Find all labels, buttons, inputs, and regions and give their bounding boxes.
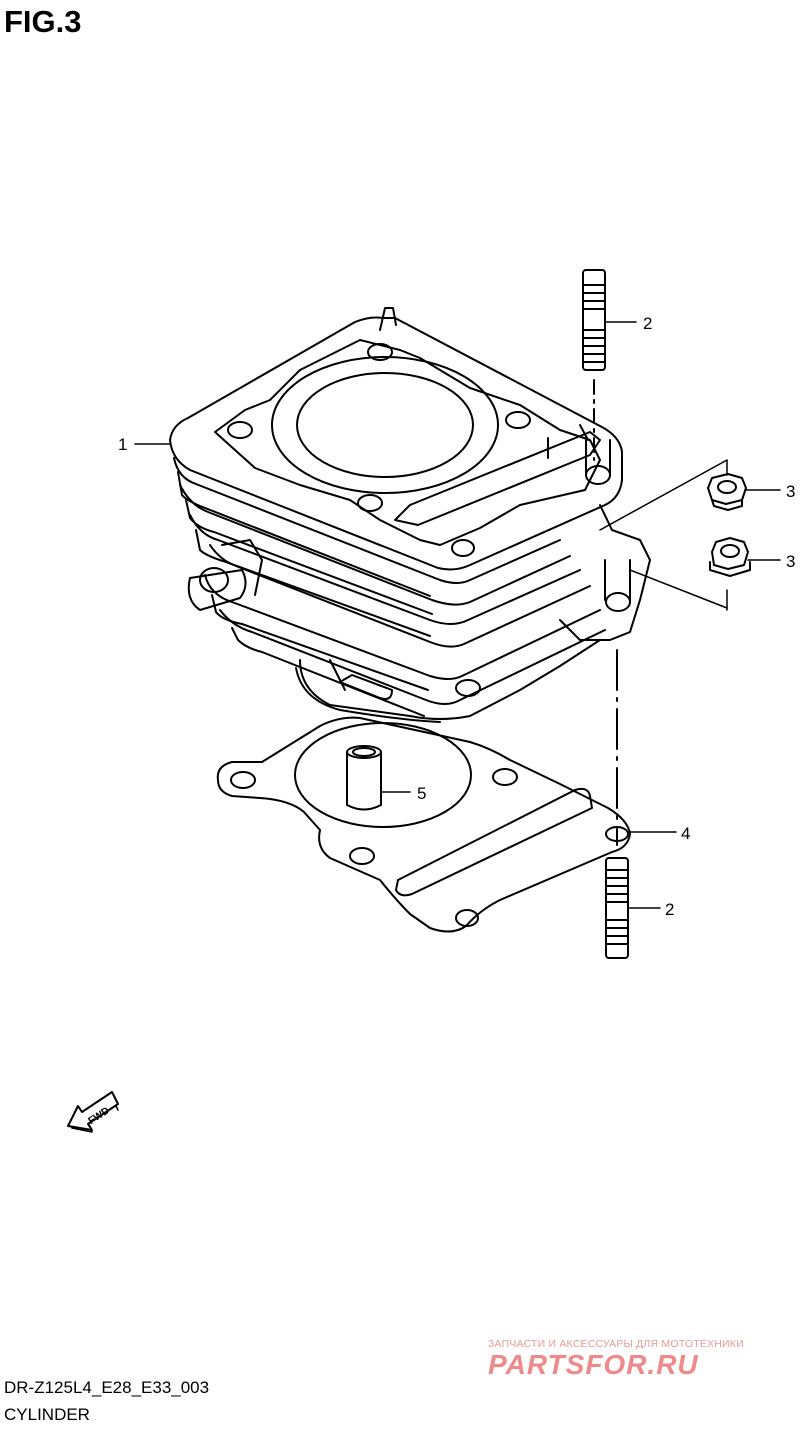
- fwd-arrow-icon: [67, 1091, 119, 1133]
- callout-4: 4: [681, 824, 690, 843]
- section-name: CYLINDER: [4, 1405, 90, 1424]
- leader-lines: [134, 321, 781, 909]
- watermark-tagline: ЗАПЧАСТИ И АКСЕССУАРЫ ДЛЯ МОТОТЕХНИКИ: [488, 1338, 744, 1350]
- nut-upper: [707, 473, 747, 511]
- fwd-label: FWD: [87, 1105, 112, 1127]
- callout-2-lower: 2: [665, 900, 674, 919]
- callout-1: 1: [118, 435, 127, 454]
- model-code: DR-Z125L4_E28_E33_003: [4, 1378, 210, 1397]
- watermark: ЗАПЧАСТИ И АКСЕССУАРЫ ДЛЯ МОТОТЕХНИКИ PA…: [488, 1338, 788, 1380]
- cylinder-gasket: [216, 716, 631, 933]
- figure-title: FIG.3: [4, 4, 82, 39]
- watermark-logo: PARTSFOR.RU: [488, 1349, 699, 1380]
- nut-lower: [709, 537, 751, 577]
- dowel-pin: [346, 745, 382, 811]
- stud-lower: [605, 649, 629, 959]
- callout-5: 5: [417, 784, 426, 803]
- callout-2-upper: 2: [643, 314, 652, 333]
- cylinder-block: [169, 307, 651, 723]
- callout-3-upper: 3: [786, 482, 795, 501]
- callout-3-lower: 3: [786, 552, 795, 571]
- stud-upper: [582, 269, 606, 461]
